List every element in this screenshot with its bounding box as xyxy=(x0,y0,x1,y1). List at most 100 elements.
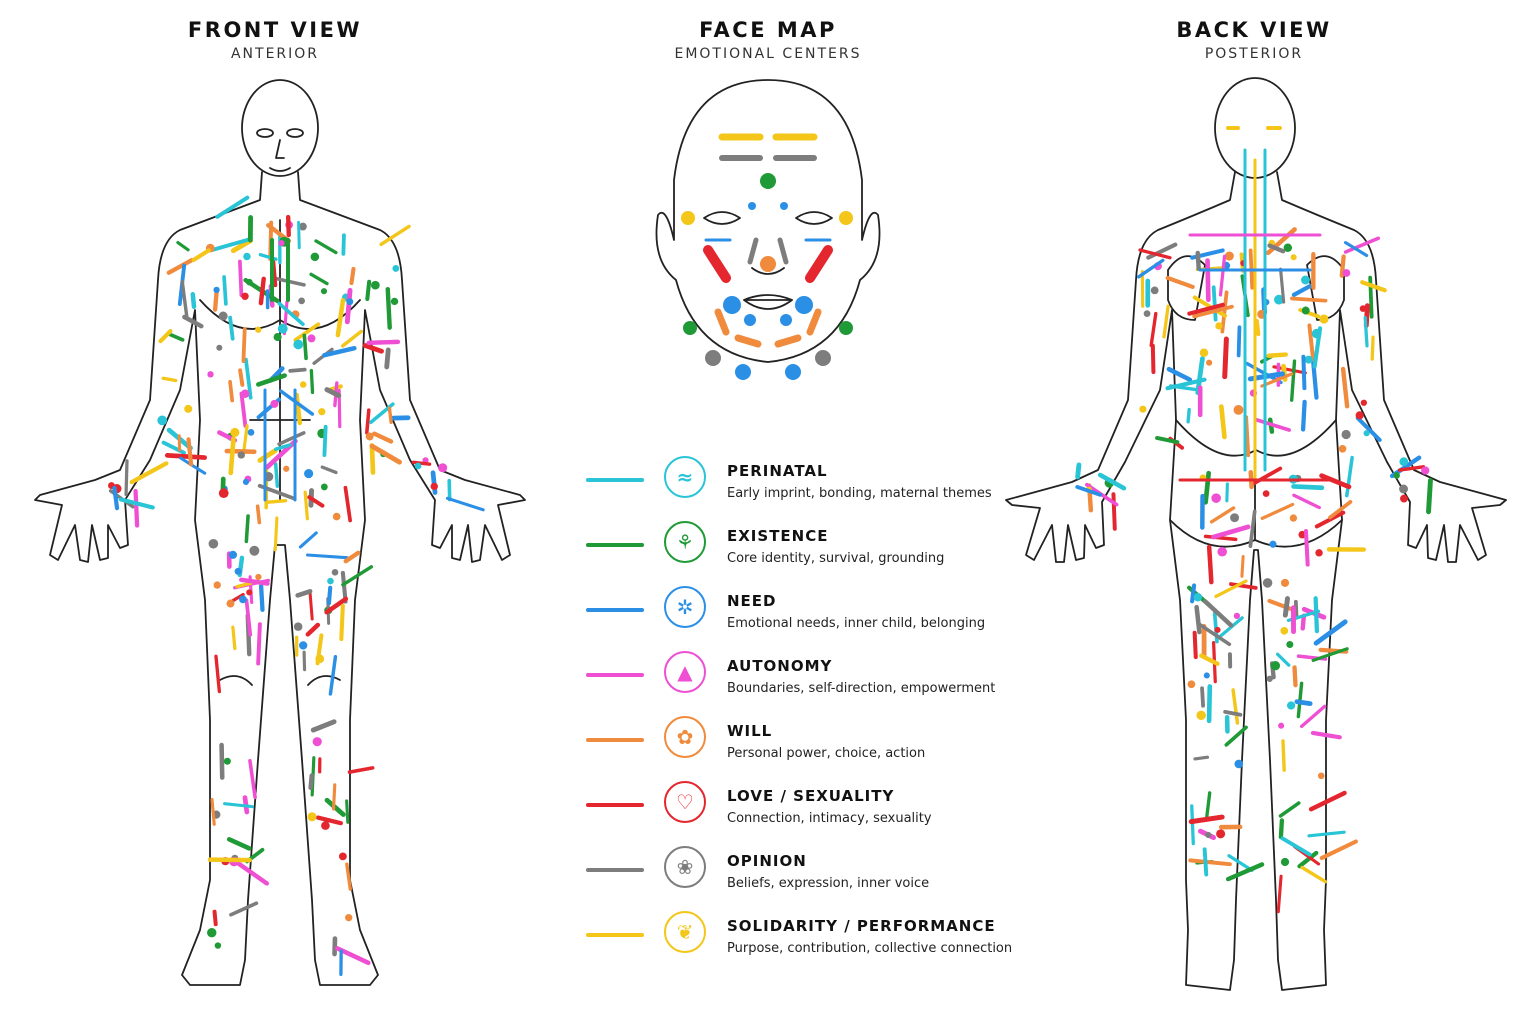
marker-line-will xyxy=(1328,500,1353,520)
marker-dot-autonomy xyxy=(422,457,429,464)
marker-dot-opinion xyxy=(1262,578,1273,588)
marker-dot-love xyxy=(218,488,229,499)
legend-name: WILL xyxy=(727,722,773,740)
marker-line-love xyxy=(1187,302,1225,316)
marker-dot-opinion xyxy=(249,545,260,556)
marker-line-opinion xyxy=(324,387,342,399)
marker-dot-need xyxy=(213,286,220,294)
marker-dot-autonomy xyxy=(1278,722,1285,729)
legend-description: Emotional needs, inner child, belonging xyxy=(727,616,986,631)
marker-line-solidarity xyxy=(341,329,363,348)
marker-line-solidarity xyxy=(303,490,309,521)
marker-dot-love xyxy=(1355,411,1364,420)
marker-line-need xyxy=(1343,241,1369,258)
marker-line-opinion xyxy=(1223,709,1243,717)
marker-line-love xyxy=(1111,492,1117,531)
marker-line-existence xyxy=(1311,647,1349,663)
marker-line-existence xyxy=(309,368,315,395)
marker-dot-need xyxy=(247,429,255,436)
marker-dot-existence xyxy=(1393,472,1400,479)
marker-line-will xyxy=(186,437,194,467)
marker-line-love xyxy=(703,245,731,283)
marker-line-perinatal xyxy=(1206,684,1213,724)
marker-line-existence xyxy=(1204,791,1212,820)
marker-line-solidarity xyxy=(1281,739,1286,772)
marker-line-will xyxy=(228,379,235,403)
marker-line-perinatal xyxy=(1227,854,1254,872)
marker-line-love xyxy=(1138,248,1172,260)
marker-line-solidarity xyxy=(228,436,236,476)
marker-line-existence xyxy=(365,279,372,301)
front-body-outline xyxy=(34,79,526,986)
marker-dot-opinion xyxy=(298,297,305,305)
marker-line-opinion xyxy=(295,589,313,598)
marker-line-solidarity xyxy=(335,297,346,338)
marker-line-perinatal xyxy=(341,233,346,256)
marker-dot-need xyxy=(239,595,247,604)
marker-line-autonomy xyxy=(1218,254,1227,297)
marker-line-need xyxy=(1313,619,1348,646)
marker-line-solidarity xyxy=(1300,865,1328,884)
marker-dot-love xyxy=(338,852,347,861)
legend-description: Early imprint, bonding, maternal themes xyxy=(727,486,992,501)
marker-line-need xyxy=(258,583,265,612)
marker-line-will xyxy=(1292,665,1298,688)
marker-line-opinion xyxy=(277,431,306,446)
marker-dot-need xyxy=(234,567,242,575)
marker-line-opinion xyxy=(180,279,189,321)
marker-line-perinatal xyxy=(297,220,301,250)
marker-dot-autonomy xyxy=(1217,546,1227,557)
front-view-subtitle: ANTERIOR xyxy=(230,46,320,62)
legend-line-existence xyxy=(586,543,644,547)
marker-line-need xyxy=(1136,258,1165,279)
marker-line-love xyxy=(1149,311,1158,348)
marker-line-perinatal xyxy=(1225,482,1229,503)
legend-name: AUTONOMY xyxy=(727,657,833,675)
marker-line-solidarity xyxy=(264,498,288,505)
marker-line-will xyxy=(1339,254,1346,278)
marker-dot-perinatal xyxy=(1286,701,1296,710)
butterfly-icon: ✲ xyxy=(664,586,706,628)
marker-line-need xyxy=(1166,366,1193,382)
legend-name: OPINION xyxy=(727,852,807,870)
marker-line-will xyxy=(1244,415,1251,458)
marker-line-existence xyxy=(309,272,329,286)
marker-line-existence xyxy=(1203,470,1211,505)
marker-line-love xyxy=(214,654,222,694)
marker-dot-existence xyxy=(1283,243,1293,252)
marker-line-love xyxy=(1276,874,1283,914)
marker-line-perinatal xyxy=(1211,285,1218,322)
marker-line-solidarity xyxy=(339,603,345,642)
marker-line-love xyxy=(212,909,218,927)
marker-dot-need xyxy=(780,202,788,210)
marker-dot-will xyxy=(345,914,353,922)
marker-dot-solidarity xyxy=(1215,322,1223,330)
marker-dot-existence xyxy=(1286,640,1294,648)
marker-line-existence xyxy=(1278,818,1285,840)
marker-dot-existence xyxy=(1270,660,1281,671)
marker-line-opinion xyxy=(182,314,204,329)
marker-line-autonomy xyxy=(366,339,401,346)
marker-dot-autonomy xyxy=(312,737,322,747)
marker-line-need xyxy=(1311,361,1319,400)
marker-dot-existence xyxy=(390,297,399,306)
legend-description: Core identity, survival, grounding xyxy=(727,551,945,566)
marker-line-perinatal xyxy=(118,497,155,510)
marker-line-love xyxy=(1251,466,1283,486)
back-view-heading: BACK VIEW POSTERIOR xyxy=(1104,18,1404,62)
marker-dot-perinatal xyxy=(1399,457,1409,467)
marker-line-autonomy xyxy=(1254,417,1291,432)
marker-line-opinion xyxy=(1198,623,1232,647)
marker-line-love xyxy=(343,485,352,523)
legend-description: Boundaries, self-direction, empowerment xyxy=(727,681,996,696)
marker-line-autonomy xyxy=(256,622,262,666)
marker-line-need xyxy=(1300,399,1307,432)
marker-line-need xyxy=(179,456,207,475)
legend-name: LOVE / SEXUALITY xyxy=(727,787,895,805)
marker-line-opinion xyxy=(1293,599,1299,620)
marker-dot-solidarity xyxy=(1290,254,1297,261)
marker-line-love xyxy=(1150,343,1156,374)
marker-line-love xyxy=(315,815,343,826)
marker-line-perinatal xyxy=(322,424,328,457)
